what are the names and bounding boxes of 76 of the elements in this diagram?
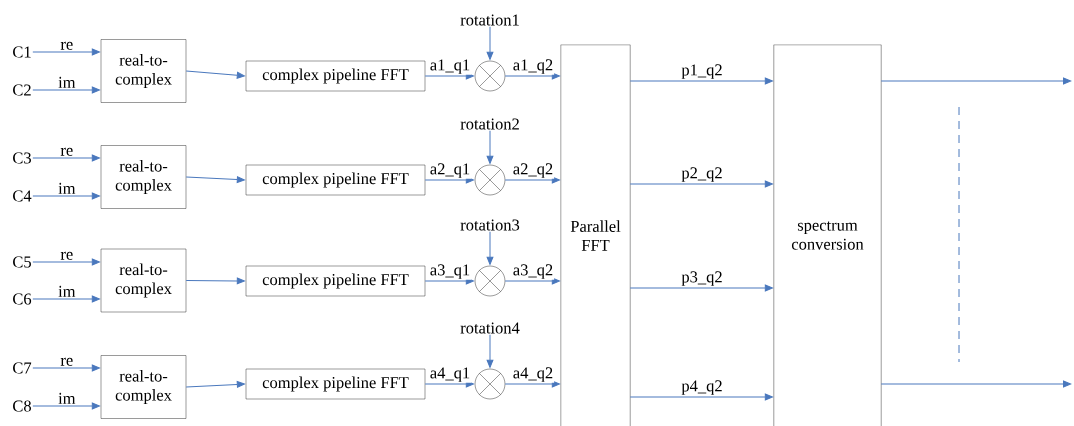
edge-label: re: [59, 40, 75, 51]
edge-label: a1_q1: [428, 58, 472, 75]
edge-label: a4_q1: [428, 366, 472, 383]
rotation-label: rotation4: [460, 322, 520, 334]
arrow: [504, 176, 560, 184]
arrow: [32, 86, 100, 94]
arrow: [32, 192, 100, 200]
edge-label: a4_q2: [511, 366, 555, 383]
tall-block: spectrum conversion: [773, 44, 882, 426]
multiplier-symbol: [474, 265, 506, 297]
arrow: [32, 364, 100, 372]
arrow: [880, 380, 1072, 388]
rotation-label: rotation2: [460, 118, 519, 130]
edge-label: p4_q2: [680, 379, 724, 396]
arrow: [185, 70, 245, 79]
arrow: [629, 393, 773, 401]
process-box: complex pipeline FFT: [245, 265, 426, 297]
arrow: [32, 154, 100, 162]
edge-label: re: [59, 146, 75, 157]
arrow: [629, 180, 773, 188]
arrow: [185, 381, 245, 388]
arrow: [504, 277, 560, 285]
arrow: [629, 284, 773, 292]
arrow: [32, 295, 100, 303]
signal-label: C5: [13, 256, 31, 268]
multiplier-symbol: [474, 60, 506, 92]
edge-label: a1_q2: [511, 58, 555, 75]
arrow: [424, 380, 474, 388]
arrow: [486, 334, 494, 368]
process-box: real-to-complex: [100, 355, 187, 419]
process-box: real-to-complex: [100, 248, 187, 313]
edge-label: a3_q1: [428, 263, 472, 280]
process-box: complex pipeline FFT: [245, 60, 426, 92]
edge-label: im: [57, 75, 77, 89]
edge-label: p3_q2: [680, 270, 724, 287]
multiplier-symbol: [474, 368, 506, 400]
edge-label: p2_q2: [680, 166, 724, 183]
rotation-label: rotation3: [460, 219, 520, 231]
process-box: real-to-complex: [100, 39, 187, 103]
edge-label: a3_q2: [511, 263, 555, 280]
arrow: [32, 402, 100, 410]
signal-label: C3: [13, 152, 31, 164]
edge-label: p1_q2: [680, 63, 724, 80]
arrow: [504, 72, 560, 80]
arrow: [486, 231, 494, 265]
arrow: [880, 77, 1072, 85]
signal-label: C2: [13, 84, 31, 96]
signal-label: C7: [13, 362, 32, 374]
edge-label: re: [59, 356, 75, 367]
signal-label: C8: [13, 400, 31, 412]
arrow: [32, 48, 100, 56]
arrow: [504, 380, 560, 388]
signal-label: C1: [13, 46, 31, 58]
process-box: real-to-complex: [100, 145, 187, 209]
edge-label: a2_q1: [428, 162, 472, 179]
rotation-label: rotation1: [460, 14, 519, 26]
arrow: [185, 277, 245, 285]
process-box: complex pipeline FFT: [245, 368, 426, 400]
edge-label: im: [57, 391, 77, 405]
arrow: [486, 26, 494, 60]
arrow: [629, 77, 773, 85]
edge-label: re: [59, 250, 75, 261]
edge-label: im: [57, 284, 77, 298]
edge-label: im: [57, 181, 77, 195]
arrow: [424, 176, 474, 184]
arrow: [32, 258, 100, 266]
arrow: [424, 72, 474, 80]
arrow: [185, 176, 245, 183]
tall-block: Parallel FFT: [560, 44, 631, 426]
arrow: [424, 277, 474, 285]
signal-label: C6: [13, 293, 32, 305]
process-box: complex pipeline FFT: [245, 164, 426, 196]
multiplier-symbol: [474, 164, 506, 196]
edge-label: a2_q2: [511, 162, 555, 179]
arrow: [486, 130, 494, 164]
signal-label: C4: [13, 190, 32, 202]
